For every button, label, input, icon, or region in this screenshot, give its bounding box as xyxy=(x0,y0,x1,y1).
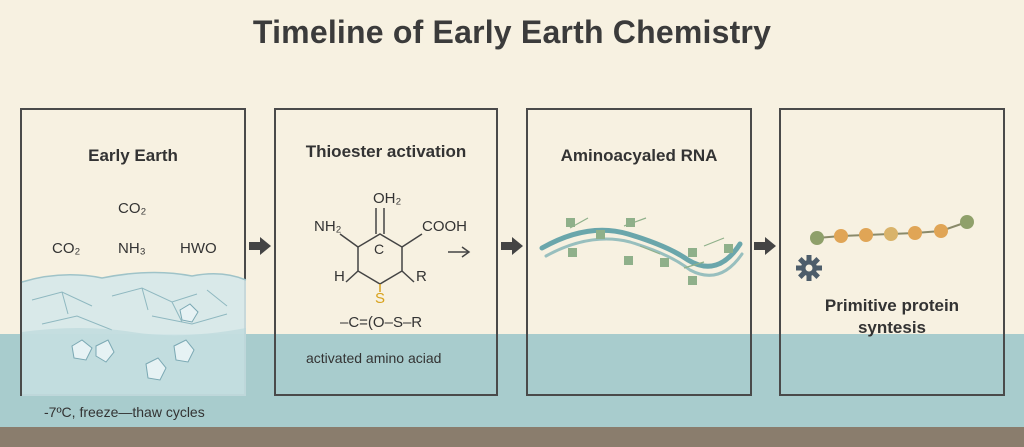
molecule-hwo: HWO xyxy=(180,240,217,257)
thioester-caption: activated amino aciad xyxy=(306,350,442,366)
panel-title-line-2: syntesis xyxy=(857,318,927,337)
molecule-co2-top: CO₂ xyxy=(118,200,147,217)
ice-illustration xyxy=(21,271,247,396)
panel-primitive-protein-synthesis: Primitive protein syntesis xyxy=(779,108,1005,396)
arrow-right-icon xyxy=(501,237,523,255)
structure-h: H xyxy=(334,268,345,285)
page-title: Timeline of Early Earth Chemistry xyxy=(252,14,772,50)
structure-r: R xyxy=(416,268,427,285)
protein-chain-illustration xyxy=(810,215,974,245)
gear-icon xyxy=(796,255,822,281)
structure-center: C xyxy=(374,241,385,257)
arrow-right-icon xyxy=(249,237,271,255)
early-earth-caption: -7ºC, freeze—thaw cycles xyxy=(44,404,205,420)
panel-title-line-1: Primitive protein xyxy=(824,296,960,315)
molecule-nh3: NH₃ xyxy=(118,240,146,257)
panel-title: Thioester activation xyxy=(305,142,467,161)
structure-chain: –C=(O–S–R xyxy=(340,314,423,331)
panel-thioester-activation: Thioester activation OH₂ NH₂ COOH C H R … xyxy=(274,108,498,396)
structure-top-group: OH₂ xyxy=(373,190,402,207)
molecule-co2: CO₂ xyxy=(52,240,81,257)
arrow-right-icon xyxy=(754,237,776,255)
structure-left-group: NH₂ xyxy=(314,218,342,235)
panel-title: Early Earth xyxy=(88,146,178,165)
panel-aminoacyaled-rna: Aminoacyaled RNA xyxy=(526,108,752,396)
panel-title: Aminoacyaled RNA xyxy=(560,146,718,165)
ground-strip xyxy=(0,427,1024,447)
structure-sulfur: S xyxy=(375,290,386,307)
thioester-structure xyxy=(339,208,471,292)
rna-strand-illustration xyxy=(539,217,744,285)
panel-early-earth: Early Earth CO₂ CO₂ NH₃ HWO xyxy=(20,108,247,396)
structure-right-group: COOH xyxy=(422,218,467,235)
